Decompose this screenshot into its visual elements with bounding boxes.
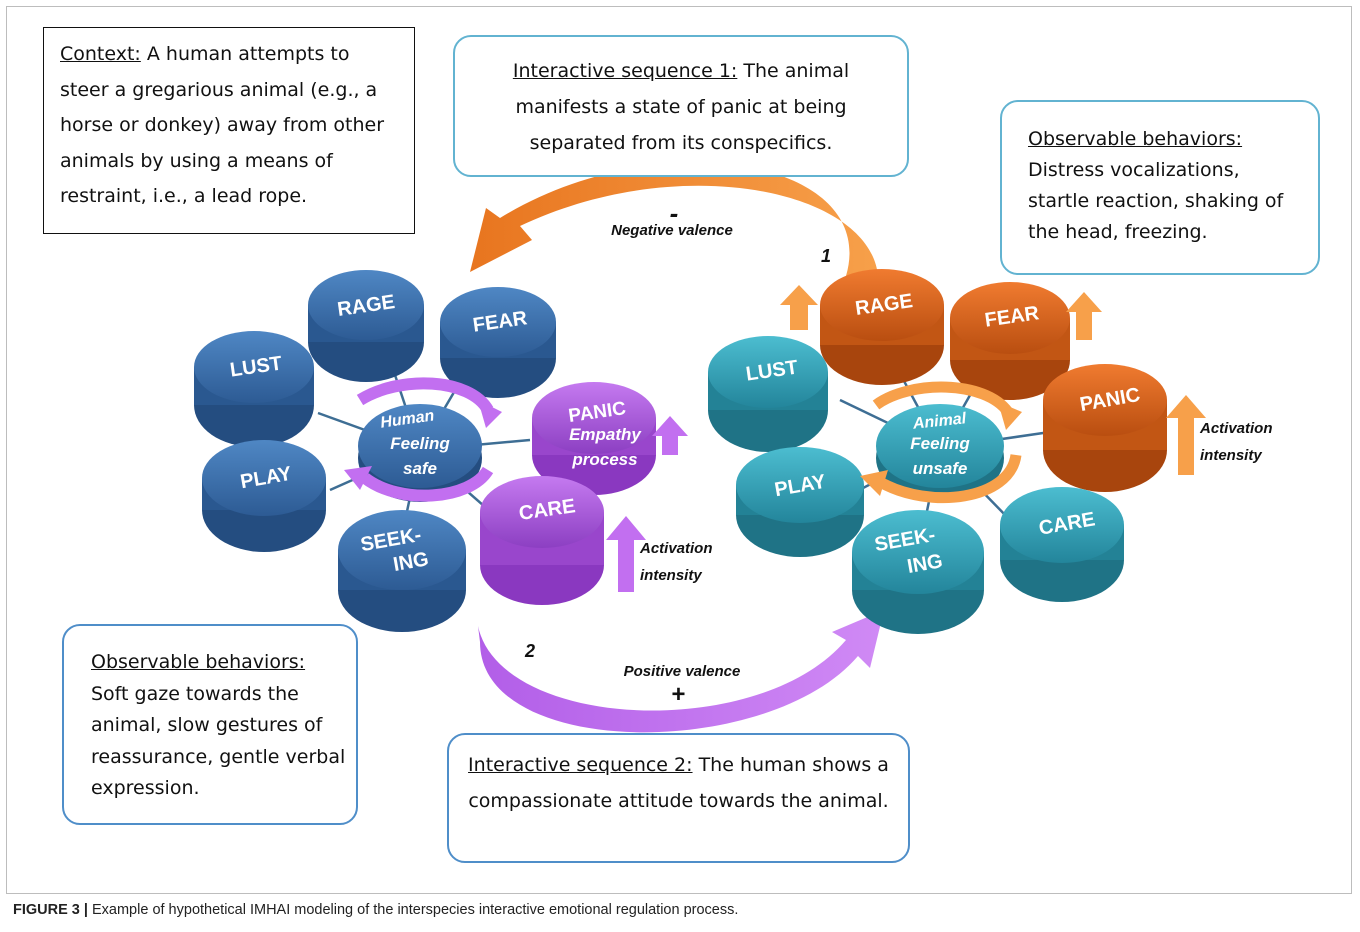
animal-rage-button: RAGE: [820, 269, 944, 385]
positive-valence-arrow: [478, 610, 884, 733]
animal-regulation-cycle-arrows: [872, 381, 1022, 504]
positive-valence-label: Positive valence: [624, 663, 741, 680]
context-text: A human attempts to steer a gregarious a…: [60, 43, 385, 207]
animal-center-label-2: Feeling: [910, 434, 970, 453]
sequence-2-heading: Interactive sequence 2:: [468, 754, 693, 776]
interactive-sequence-1-box: Interactive sequence 1: The animal manif…: [453, 35, 909, 177]
animal-behaviors-text: Distress vocalizations, startle reaction…: [1028, 159, 1284, 243]
animal-play-button: PLAY: [736, 447, 864, 557]
human-center-node: Human Feeling safe: [358, 404, 482, 502]
human-care-button: CARE: [480, 476, 604, 605]
animal-center-label-1: Animal: [911, 410, 967, 433]
sequence-1-text: The animal manifests a state of panic at…: [515, 60, 850, 154]
human-panic-button: PANIC Empathy process: [532, 382, 656, 495]
fear-up-arrow: [1066, 292, 1102, 340]
animal-activation-label-2: intensity: [1200, 447, 1262, 464]
human-activation-arrow: [606, 516, 646, 592]
animal-cycle-arrowhead-1: [998, 402, 1022, 430]
human-rage-button: RAGE: [308, 270, 424, 382]
human-cycle-arrowhead-2: [344, 466, 372, 490]
positive-sign: +: [671, 681, 685, 708]
human-fear-button: FEAR: [440, 287, 556, 398]
animal-observable-behaviors-box: Observable behaviors: Distress vocalizati…: [1000, 100, 1320, 275]
empathy-up-arrow: [652, 416, 688, 455]
human-cycle-arrowhead-1: [478, 400, 502, 428]
human-observable-behaviors-box: Observable behaviors: Soft gaze towards t…: [62, 624, 358, 825]
negative-valence-label: Negative valence: [611, 222, 733, 239]
context-heading: Context:: [60, 43, 141, 65]
animal-panic-button: PANIC: [1043, 364, 1167, 492]
animal-care-button: CARE: [1000, 487, 1124, 602]
regulation-diagram: RAGE FEAR LUST PLAY SEEK- ING Human Feel…: [194, 162, 1273, 733]
human-center-label-2: Feeling: [390, 434, 450, 453]
figure-frame: [6, 6, 1352, 894]
sequence-1-marker: 1: [821, 246, 831, 266]
human-seeking-button: SEEK- ING: [338, 510, 466, 632]
human-center-label-3: safe: [403, 459, 437, 478]
caption-text: Example of hypothetical IMHAI modeling o…: [87, 902, 739, 918]
human-behaviors-text: Soft gaze towards the animal, slow gestu…: [91, 682, 346, 800]
human-regulation-cycle-arrows: [356, 377, 494, 502]
human-activation-label-2: intensity: [640, 567, 702, 584]
sequence-1-heading: Interactive sequence 1:: [512, 60, 738, 82]
animal-activation-label-1: Activation: [1199, 420, 1273, 437]
context-box: Context: A human attempts to steer a gre…: [43, 27, 415, 234]
human-behaviors-heading: Observable behaviors:: [91, 651, 306, 673]
caption-label: FIGURE 3 |: [13, 902, 88, 918]
animal-activation-arrow: [1166, 395, 1206, 475]
animal-cycle-arrowhead-2: [860, 470, 888, 496]
animal-seeking-button: SEEK- ING: [852, 510, 984, 634]
human-lust-button: LUST: [194, 331, 314, 447]
empathy-label-1: Empathy: [569, 425, 642, 444]
sequence-2-text: The human shows a compassionate attitude…: [468, 754, 889, 812]
negative-valence-arrow: [470, 162, 878, 276]
empathy-label-2: process: [571, 450, 637, 469]
animal-lust-button: LUST: [708, 336, 828, 452]
sequence-2-marker: 2: [524, 641, 535, 661]
animal-center-node: Animal Feeling unsafe: [876, 404, 1004, 502]
interactive-sequence-2-box: Interactive sequence 2: The human shows …: [447, 733, 910, 863]
rage-up-arrow: [780, 285, 818, 330]
human-play-button: PLAY: [202, 440, 326, 552]
negative-sign: -: [670, 198, 679, 228]
human-activation-label-1: Activation: [639, 540, 713, 557]
animal-center-label-3: unsafe: [913, 459, 968, 478]
animal-behaviors-heading: Observable behaviors:: [1028, 128, 1243, 150]
figure-caption: FIGURE 3 | Example of hypothetical IMHAI…: [13, 902, 738, 918]
animal-fear-button: FEAR: [950, 282, 1070, 400]
